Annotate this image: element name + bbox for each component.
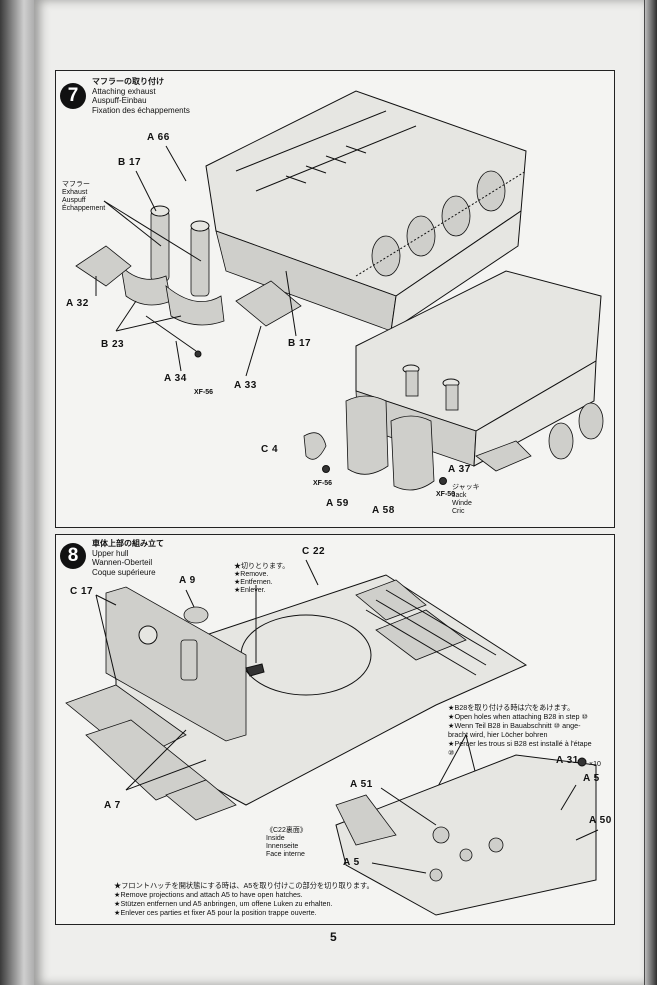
hatch-note-en: ★Remove projections and attach A5 to hav…: [114, 890, 303, 899]
hatch-note-jp: ★フロントハッチを開状態にする時は、A5を取り付けこの部分を切り取ります。: [114, 881, 374, 890]
step-8-drawing: [65, 559, 599, 916]
part-label-a32: A 32: [66, 298, 89, 309]
title-en: Upper hull: [92, 548, 129, 558]
title-jp: マフラーの取り付け: [92, 77, 164, 86]
paint-label-xf56: XF-56: [436, 491, 456, 498]
cut-note-en: ★Remove.: [234, 571, 269, 578]
part-label-a58: A 58: [372, 505, 395, 516]
exhaust-label: マフラー Exhaust Auspuff Échappement: [62, 181, 105, 213]
b28-note-en: ★Open holes when attaching B28 in step ⑩: [448, 712, 588, 721]
jack-label-fr: Cric: [452, 508, 465, 515]
b28-note-fr: ★Percer les trous si B28 est installé à …: [448, 739, 592, 748]
exhaust-label-en: Exhaust: [62, 189, 88, 196]
part-label-a37: A 37: [448, 464, 471, 475]
cut-note-de: ★Entfernen.: [234, 579, 273, 586]
exhaust-label-fr: Échappement: [62, 205, 106, 212]
step-number: 8: [60, 543, 86, 569]
title-fr: Coque supérieure: [92, 567, 156, 577]
inside-label-fr: Face interne: [266, 851, 305, 858]
exhaust-label-jp: マフラー: [62, 181, 90, 188]
title-de: Auspuff-Einbau: [92, 96, 147, 105]
part-label-a34: A 34: [164, 373, 187, 384]
step-7-panel: 7 マフラーの取り付け Attaching exhaust Auspuff-Ei…: [55, 70, 615, 528]
b28-note-jp: ★B28を取り付ける時は穴をあけます。: [448, 703, 575, 712]
part-label-a7: A 7: [104, 800, 121, 811]
part-label-a51: A 51: [350, 779, 373, 790]
cut-note-jp: ★切りとります。: [234, 563, 290, 570]
jack-label-de: Winde: [452, 500, 472, 507]
inside-label-en: Inside: [266, 835, 285, 842]
jack-label-en: Jack: [452, 492, 467, 499]
b28-note: ★B28を取り付ける時は穴をあけます。 ★Open holes when att…: [448, 703, 613, 757]
paint-label-xf56: XF-56: [194, 389, 214, 396]
inside-label-jp: 《C22裏面》: [266, 827, 307, 834]
inside-label-de: Innenseite: [266, 843, 299, 850]
page-number: 5: [330, 930, 337, 944]
step-title: マフラーの取り付け Attaching exhaust Auspuff-Einb…: [92, 77, 190, 115]
part-label-a5-left: A 5: [343, 857, 360, 868]
step-number: 7: [60, 83, 86, 109]
part-label-b23: B 23: [101, 339, 125, 350]
step-title: 車体上部の組み立て Upper hull Wannen-Oberteil Coq…: [92, 539, 164, 577]
inside-label: 《C22裏面》 Inside Innenseite Face interne: [266, 827, 307, 859]
part-label-a59: A 59: [326, 498, 349, 509]
jack-label: ジャッキ Jack Winde Cric: [452, 484, 480, 516]
part-label-c4: C 4: [261, 444, 279, 455]
part-label-a9: A 9: [179, 575, 196, 586]
jack-label-jp: ジャッキ: [452, 484, 480, 491]
title-fr: Fixation des échappements: [92, 105, 190, 115]
facing-page-edge: [0, 0, 40, 985]
b28-note-de-2: bracht wird, hier Löcher bohren: [448, 730, 548, 739]
part-label-a31: A 31: [556, 755, 579, 766]
hatch-note: ★フロントハッチを開状態にする時は、A5を取り付けこの部分を切り取ります。 ★R…: [114, 881, 454, 917]
part-label-a33: A 33: [234, 380, 257, 391]
cut-note: ★切りとります。 ★Remove. ★Entfernen. ★Enlever.: [234, 563, 289, 595]
hatch-note-fr: ★Enlever ces parties et fixer A5 pour la…: [114, 908, 317, 917]
binding-edge: [645, 0, 657, 985]
title-de: Wannen-Oberteil: [92, 558, 153, 567]
cut-note-fr: ★Enlever.: [234, 587, 266, 594]
part-label-a66: A 66: [147, 132, 170, 143]
title-jp: 車体上部の組み立て: [92, 539, 164, 548]
quantity-label: ×10: [589, 761, 601, 768]
part-label-b17: B 17: [118, 157, 142, 168]
step-7-drawing: [75, 90, 604, 491]
paint-label-xf56: XF-56: [313, 480, 333, 487]
title-en: Attaching exhaust: [92, 86, 156, 96]
part-label-b17-right: B 17: [288, 338, 312, 349]
b28-note-fr-2: ⑩: [448, 748, 455, 757]
part-label-c22: C 22: [302, 546, 326, 557]
part-label-a5-top: A 5: [583, 773, 600, 784]
b28-note-de: ★Wenn Teil B28 in Bauabschnitt ⑩ ange-: [448, 721, 581, 730]
hatch-note-de: ★Stützen entfernen und A5 anbringen, um …: [114, 899, 333, 908]
part-label-c17: C 17: [70, 586, 94, 597]
part-label-a50: A 50: [589, 815, 612, 826]
exhaust-label-de: Auspuff: [62, 197, 86, 204]
step-8-panel: 8 車体上部の組み立て Upper hull Wannen-Oberteil C…: [55, 534, 615, 925]
